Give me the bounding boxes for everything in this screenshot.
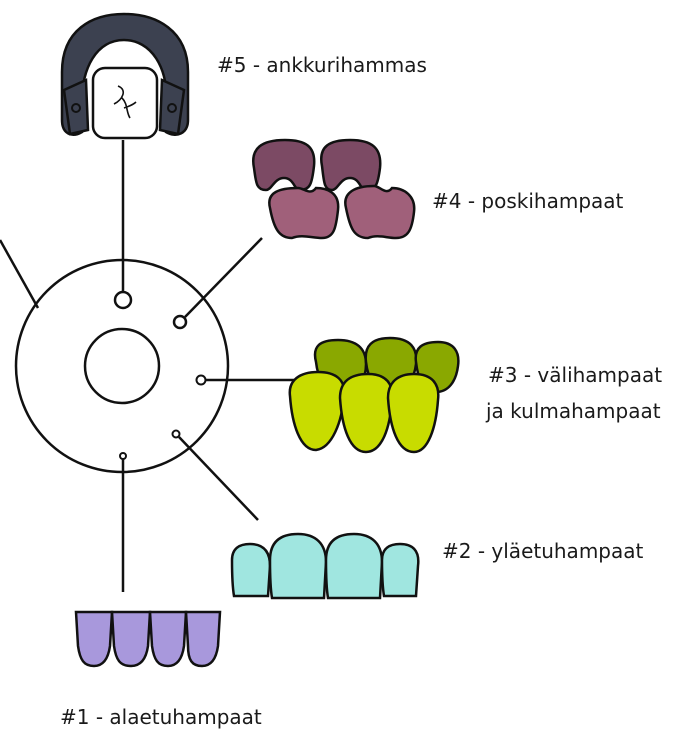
hole-2 bbox=[171, 429, 181, 439]
molar-teeth-icon bbox=[251, 138, 416, 240]
lower-incisors-icon bbox=[74, 610, 222, 668]
punch-wheel bbox=[14, 258, 230, 474]
premolar-canine-teeth-icon bbox=[288, 336, 460, 454]
label-molars: #4 - poskihampaat bbox=[432, 189, 624, 213]
label-premolars-line1: #3 - välihampaat bbox=[488, 363, 662, 387]
label-upper-incisors: #2 - yläetuhampaat bbox=[442, 539, 644, 563]
upper-incisors-icon bbox=[230, 532, 420, 600]
label-anchor-tooth: #5 - ankkurihammas bbox=[217, 53, 427, 77]
label-premolars-line2: ja kulmahampaat bbox=[485, 399, 661, 423]
leader-lines bbox=[0, 140, 300, 592]
handle-line bbox=[0, 239, 40, 309]
leader-2 bbox=[178, 436, 259, 521]
label-lower-incisors: #1 - alaetuhampaat bbox=[60, 705, 262, 729]
hole-4 bbox=[172, 314, 188, 330]
hole-5 bbox=[113, 290, 133, 310]
hole-3 bbox=[195, 374, 207, 386]
hole-1 bbox=[119, 452, 127, 460]
leader-4 bbox=[184, 237, 263, 318]
rubber-dam-clamp-icon bbox=[60, 12, 190, 140]
wheel-center-hole bbox=[83, 327, 161, 405]
